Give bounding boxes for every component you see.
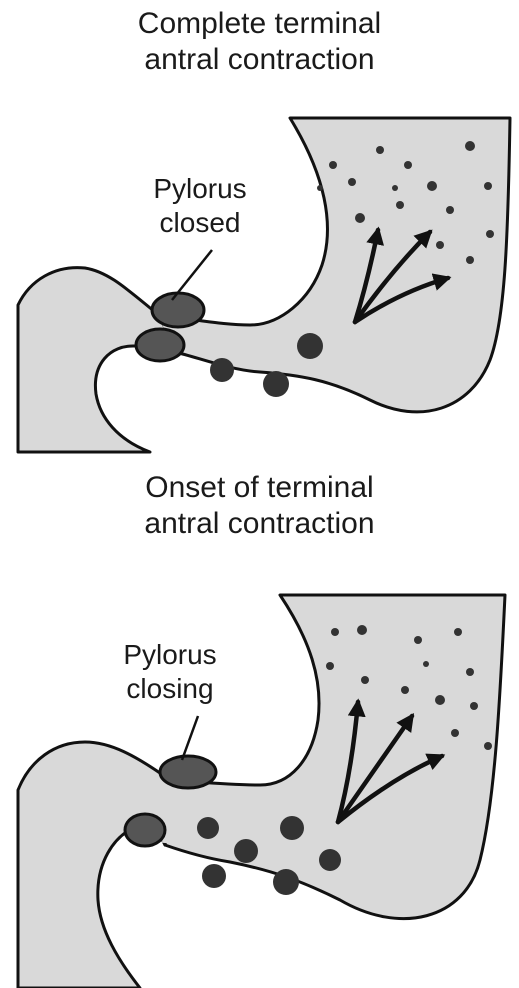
panel2-pylorus-upper <box>160 756 216 788</box>
panel2-callout-line <box>182 716 198 760</box>
panel1-pylorus-upper <box>152 293 204 327</box>
panel1-callout-line <box>172 250 212 300</box>
panel2-duodenum <box>18 742 170 988</box>
panel2-pylorus-lower <box>125 814 165 846</box>
panel1-pylorus-lower <box>136 329 184 361</box>
panel2-illustration <box>18 595 505 988</box>
panel1-illustration <box>18 118 510 452</box>
